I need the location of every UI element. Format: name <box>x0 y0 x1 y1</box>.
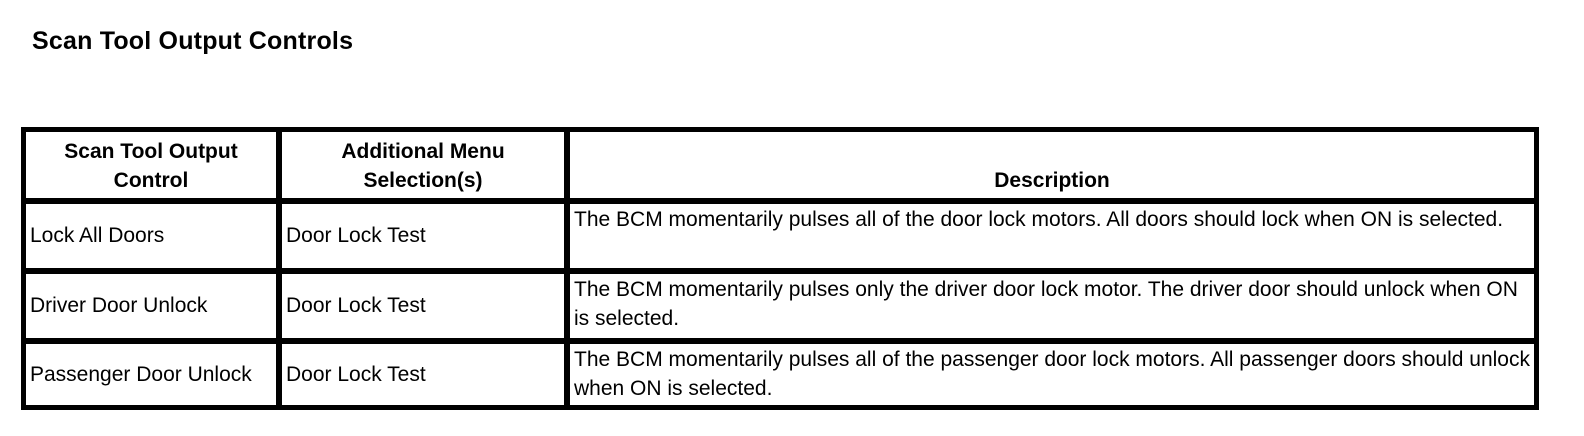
cell-control: Passenger Door Unlock <box>23 341 279 408</box>
cell-menu: Door Lock Test <box>279 271 567 341</box>
page-title: Scan Tool Output Controls <box>32 27 354 55</box>
cell-description: The BCM momentarily pulses only the driv… <box>567 271 1537 341</box>
cell-control: Lock All Doors <box>23 201 279 271</box>
table-row: Lock All Doors Door Lock Test The BCM mo… <box>23 201 1537 271</box>
cell-description: The BCM momentarily pulses all of the do… <box>567 201 1537 271</box>
cell-menu: Door Lock Test <box>279 341 567 408</box>
header-cell-scan-tool-output-control: Scan Tool Output Control <box>23 129 279 201</box>
scan-tool-output-controls-table: Scan Tool Output Control Additional Menu… <box>21 127 1539 410</box>
table-row: Driver Door Unlock Door Lock Test The BC… <box>23 271 1537 341</box>
cell-description: The BCM momentarily pulses all of the pa… <box>567 341 1537 408</box>
table-header-row: Scan Tool Output Control Additional Menu… <box>23 129 1537 201</box>
table-row: Passenger Door Unlock Door Lock Test The… <box>23 341 1537 408</box>
header-cell-additional-menu-selections: Additional Menu Selection(s) <box>279 129 567 201</box>
cell-control: Driver Door Unlock <box>23 271 279 341</box>
cell-menu: Door Lock Test <box>279 201 567 271</box>
header-cell-description: Description <box>567 129 1537 201</box>
